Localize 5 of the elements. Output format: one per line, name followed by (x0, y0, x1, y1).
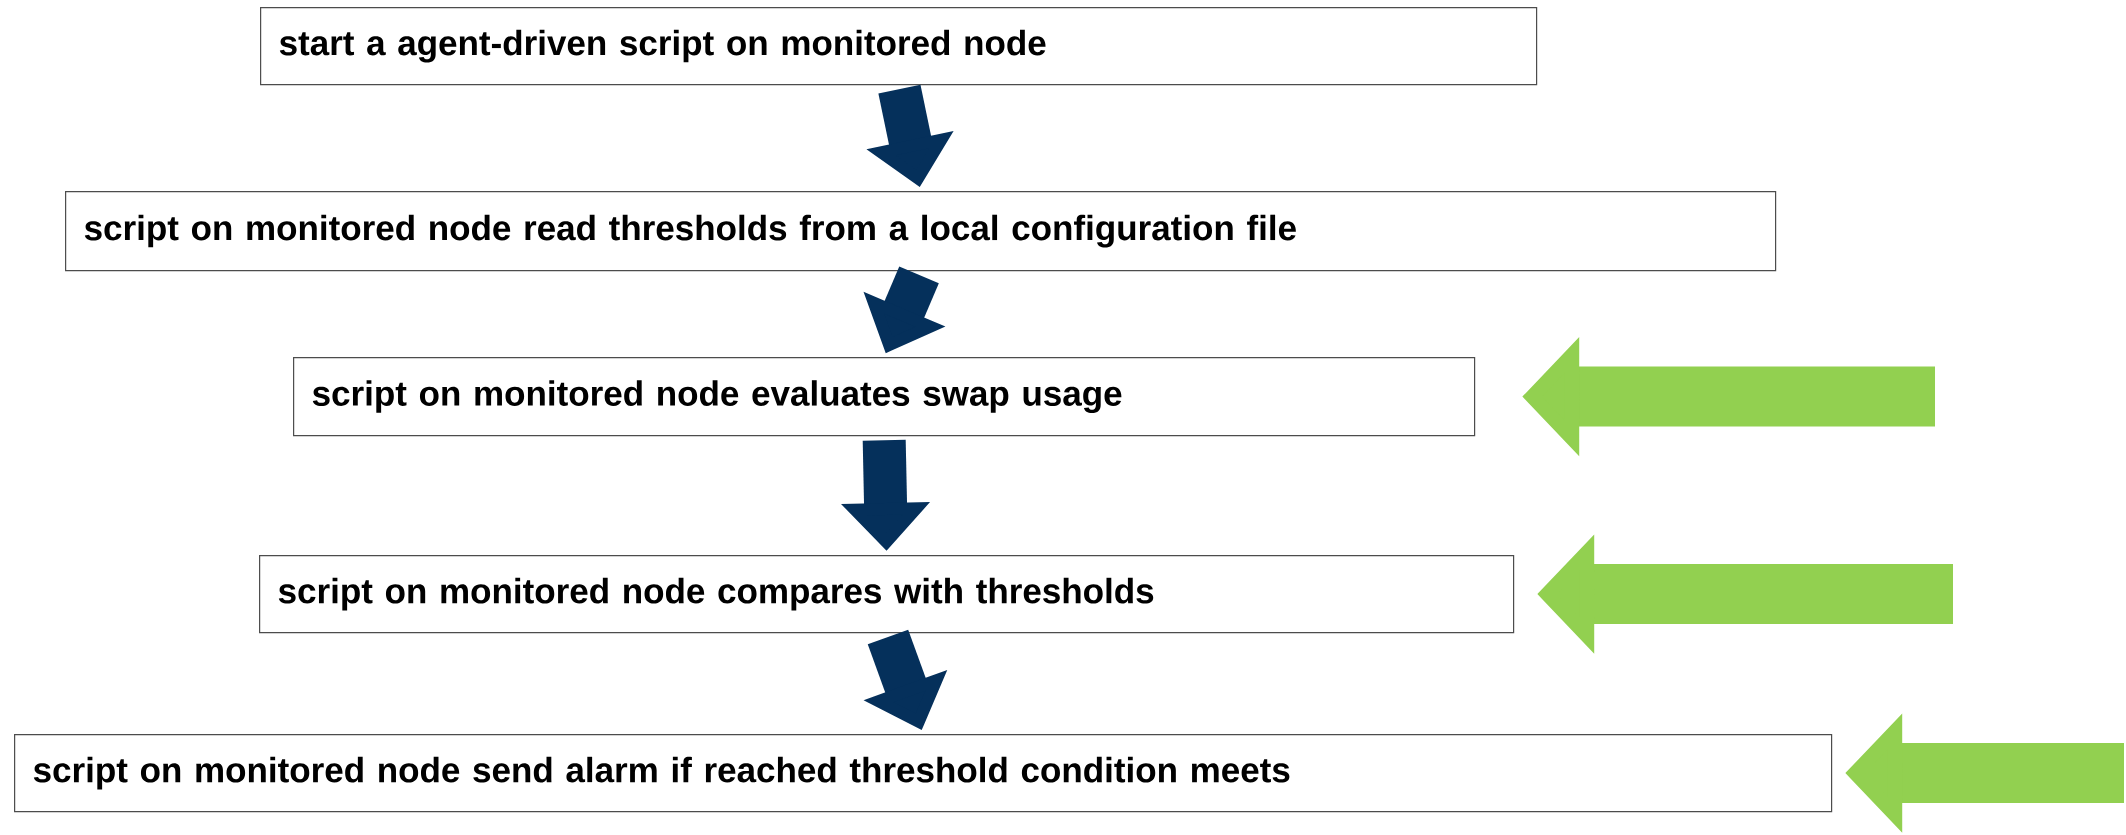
process-box: script on monitored node evaluates swap usage (293, 357, 1476, 437)
process-box: script on monitored node compares with thresholds (259, 555, 1515, 634)
process-box: start a agent-driven script on monitored node (260, 7, 1538, 86)
process-box: script on monitored node send alarm if reached threshold condition meets (14, 734, 1833, 813)
process-box: script on monitored node read thresholds from a local configuration file (65, 191, 1777, 272)
